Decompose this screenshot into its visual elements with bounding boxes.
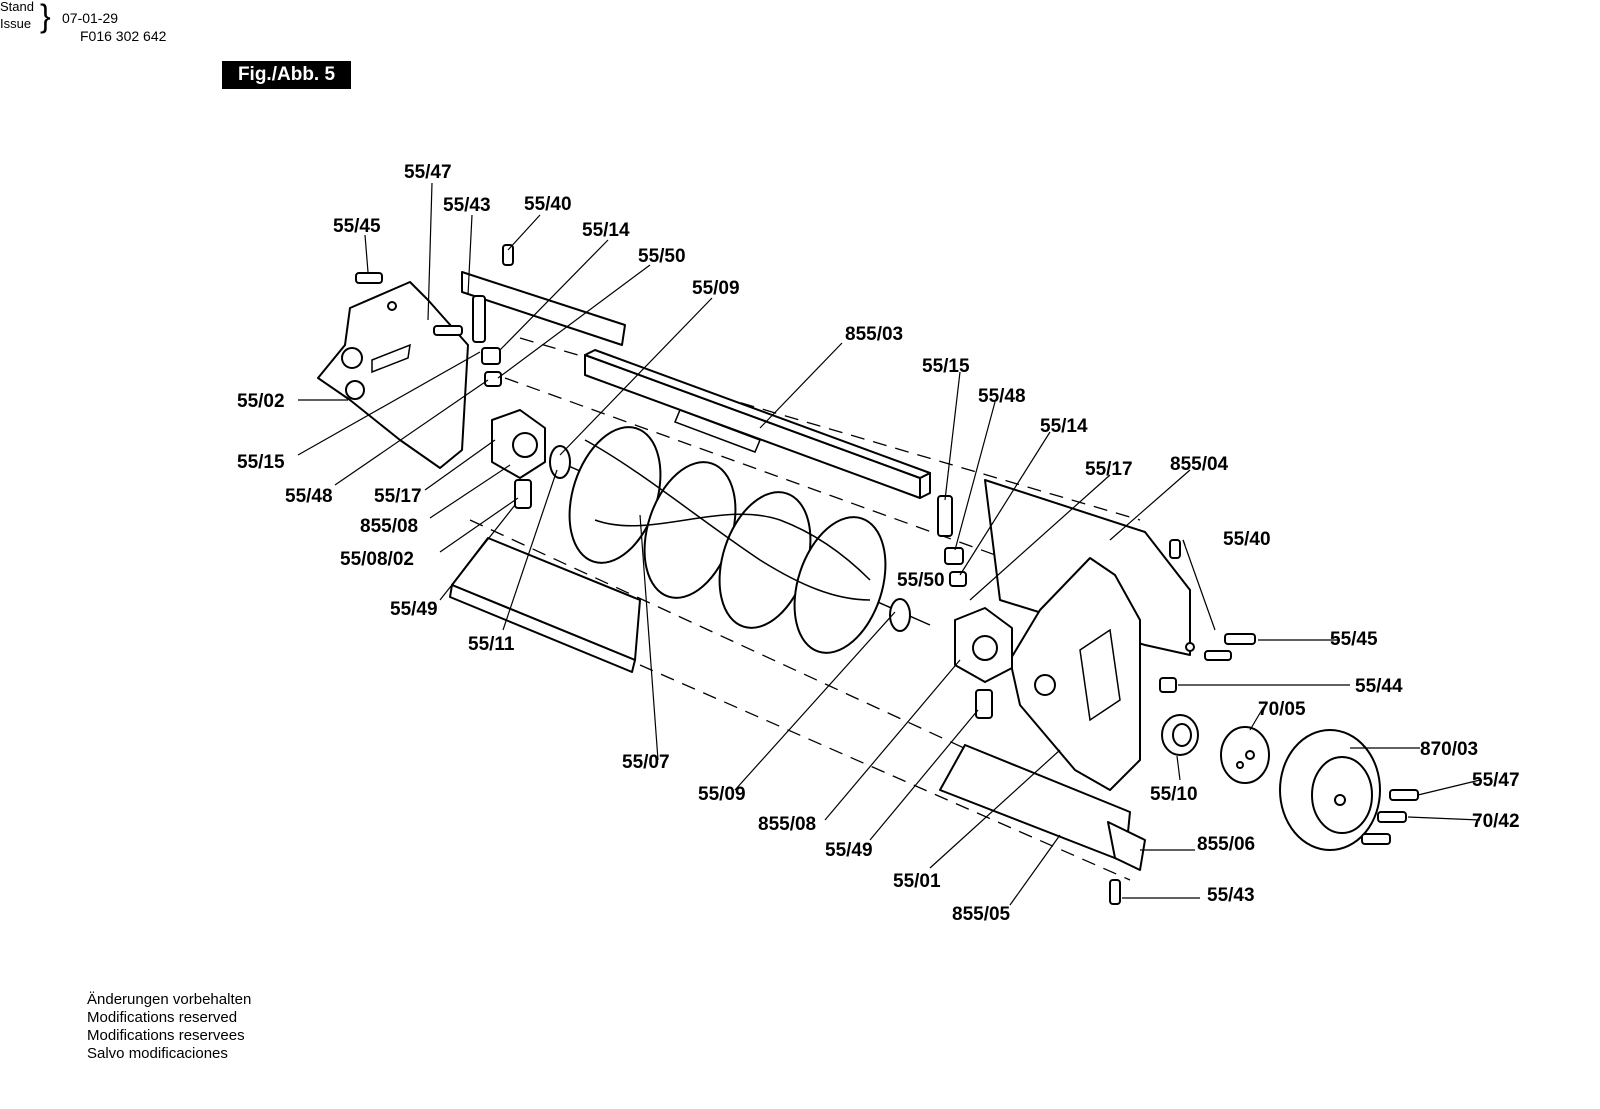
callout-label: 55/50 bbox=[638, 246, 686, 267]
callout-label: 855/06 bbox=[1197, 834, 1255, 855]
callout-label: 55/47 bbox=[404, 162, 452, 183]
right-side-plate-part bbox=[1009, 557, 1141, 791]
callout-label: 55/07 bbox=[622, 752, 670, 773]
callout-label: 55/09 bbox=[692, 278, 740, 299]
left-bearing-block-part bbox=[491, 409, 546, 479]
assembly-axes bbox=[469, 337, 1141, 881]
issue-label: Issue bbox=[0, 16, 32, 31]
screws-part bbox=[355, 244, 1419, 905]
springs-part bbox=[472, 295, 993, 719]
callout-label: 855/03 bbox=[845, 324, 903, 345]
callout-label: 55/14 bbox=[1040, 416, 1088, 437]
callout-label: 855/08 bbox=[360, 516, 418, 537]
left-bracket-part bbox=[461, 271, 626, 346]
callout-labels: 55/47 55/43 55/40 55/45 55/14 55/50 55/0… bbox=[237, 162, 1520, 925]
right-bedknife-part bbox=[939, 744, 1146, 871]
callout-label: 870/03 bbox=[1420, 739, 1478, 760]
callout-label: 55/48 bbox=[978, 386, 1026, 407]
issue-block: Stand Issue } 07-01-29 bbox=[0, 0, 140, 34]
callout-label: 55/15 bbox=[922, 356, 970, 377]
bearing-part bbox=[1161, 714, 1199, 756]
callout-label: 855/05 bbox=[952, 904, 1011, 925]
callout-label: 55/01 bbox=[893, 871, 941, 892]
note-line: Modifications reserved bbox=[87, 1009, 238, 1026]
left-bedknife-part bbox=[449, 537, 641, 673]
callout-label: 55/45 bbox=[333, 216, 381, 237]
callout-label: 55/48 bbox=[285, 486, 333, 507]
issue-date: 07-01-29 bbox=[62, 10, 119, 26]
callout-label: 55/15 bbox=[237, 452, 285, 473]
callout-label: 55/02 bbox=[237, 391, 285, 412]
note-line: Modifications reservees bbox=[87, 1027, 245, 1044]
callout-label: 55/09 bbox=[698, 784, 746, 805]
callout-label: 55/10 bbox=[1150, 784, 1198, 805]
callout-label: 70/05 bbox=[1258, 699, 1306, 720]
brace-icon: } bbox=[40, 0, 51, 34]
callout-label: 70/42 bbox=[1472, 811, 1520, 832]
callout-label: 55/45 bbox=[1330, 629, 1378, 650]
callout-label: 855/04 bbox=[1170, 454, 1229, 475]
document-number: F016 302 642 bbox=[80, 28, 167, 44]
note-line: Änderungen vorbehalten bbox=[87, 991, 252, 1008]
callout-label: 55/49 bbox=[825, 840, 873, 861]
leader-lines bbox=[297, 182, 1481, 906]
callout-label: 55/08/02 bbox=[340, 549, 414, 570]
cutting-cylinder-part bbox=[549, 426, 931, 654]
callout-label: 55/40 bbox=[1223, 529, 1271, 550]
pulley-part bbox=[1279, 729, 1381, 851]
left-side-plate-part bbox=[317, 281, 469, 469]
flange-part bbox=[1220, 726, 1270, 784]
note-line: Salvo modificaciones bbox=[87, 1045, 228, 1062]
callout-label: 55/14 bbox=[582, 220, 630, 241]
top-bar-part bbox=[584, 349, 931, 499]
callout-label: 55/44 bbox=[1355, 676, 1403, 697]
callout-label: 855/08 bbox=[758, 814, 816, 835]
figure-label: Fig./Abb. 5 bbox=[222, 61, 351, 89]
callout-label: 55/40 bbox=[524, 194, 572, 215]
callout-label: 55/43 bbox=[1207, 885, 1255, 906]
callout-label: 55/47 bbox=[1472, 770, 1520, 791]
modification-notes: Änderungen vorbehalten Modifications res… bbox=[87, 991, 251, 1063]
callout-label: 55/11 bbox=[468, 634, 515, 655]
callout-label: 55/43 bbox=[443, 195, 491, 216]
bushings-part bbox=[481, 347, 1177, 693]
stand-label: Stand bbox=[0, 0, 34, 14]
right-bearing-block-part bbox=[954, 607, 1013, 683]
callout-label: 55/17 bbox=[374, 486, 422, 507]
callout-label: 55/50 bbox=[897, 570, 945, 591]
callout-label: 55/49 bbox=[390, 599, 438, 620]
callout-label: 55/17 bbox=[1085, 459, 1133, 480]
